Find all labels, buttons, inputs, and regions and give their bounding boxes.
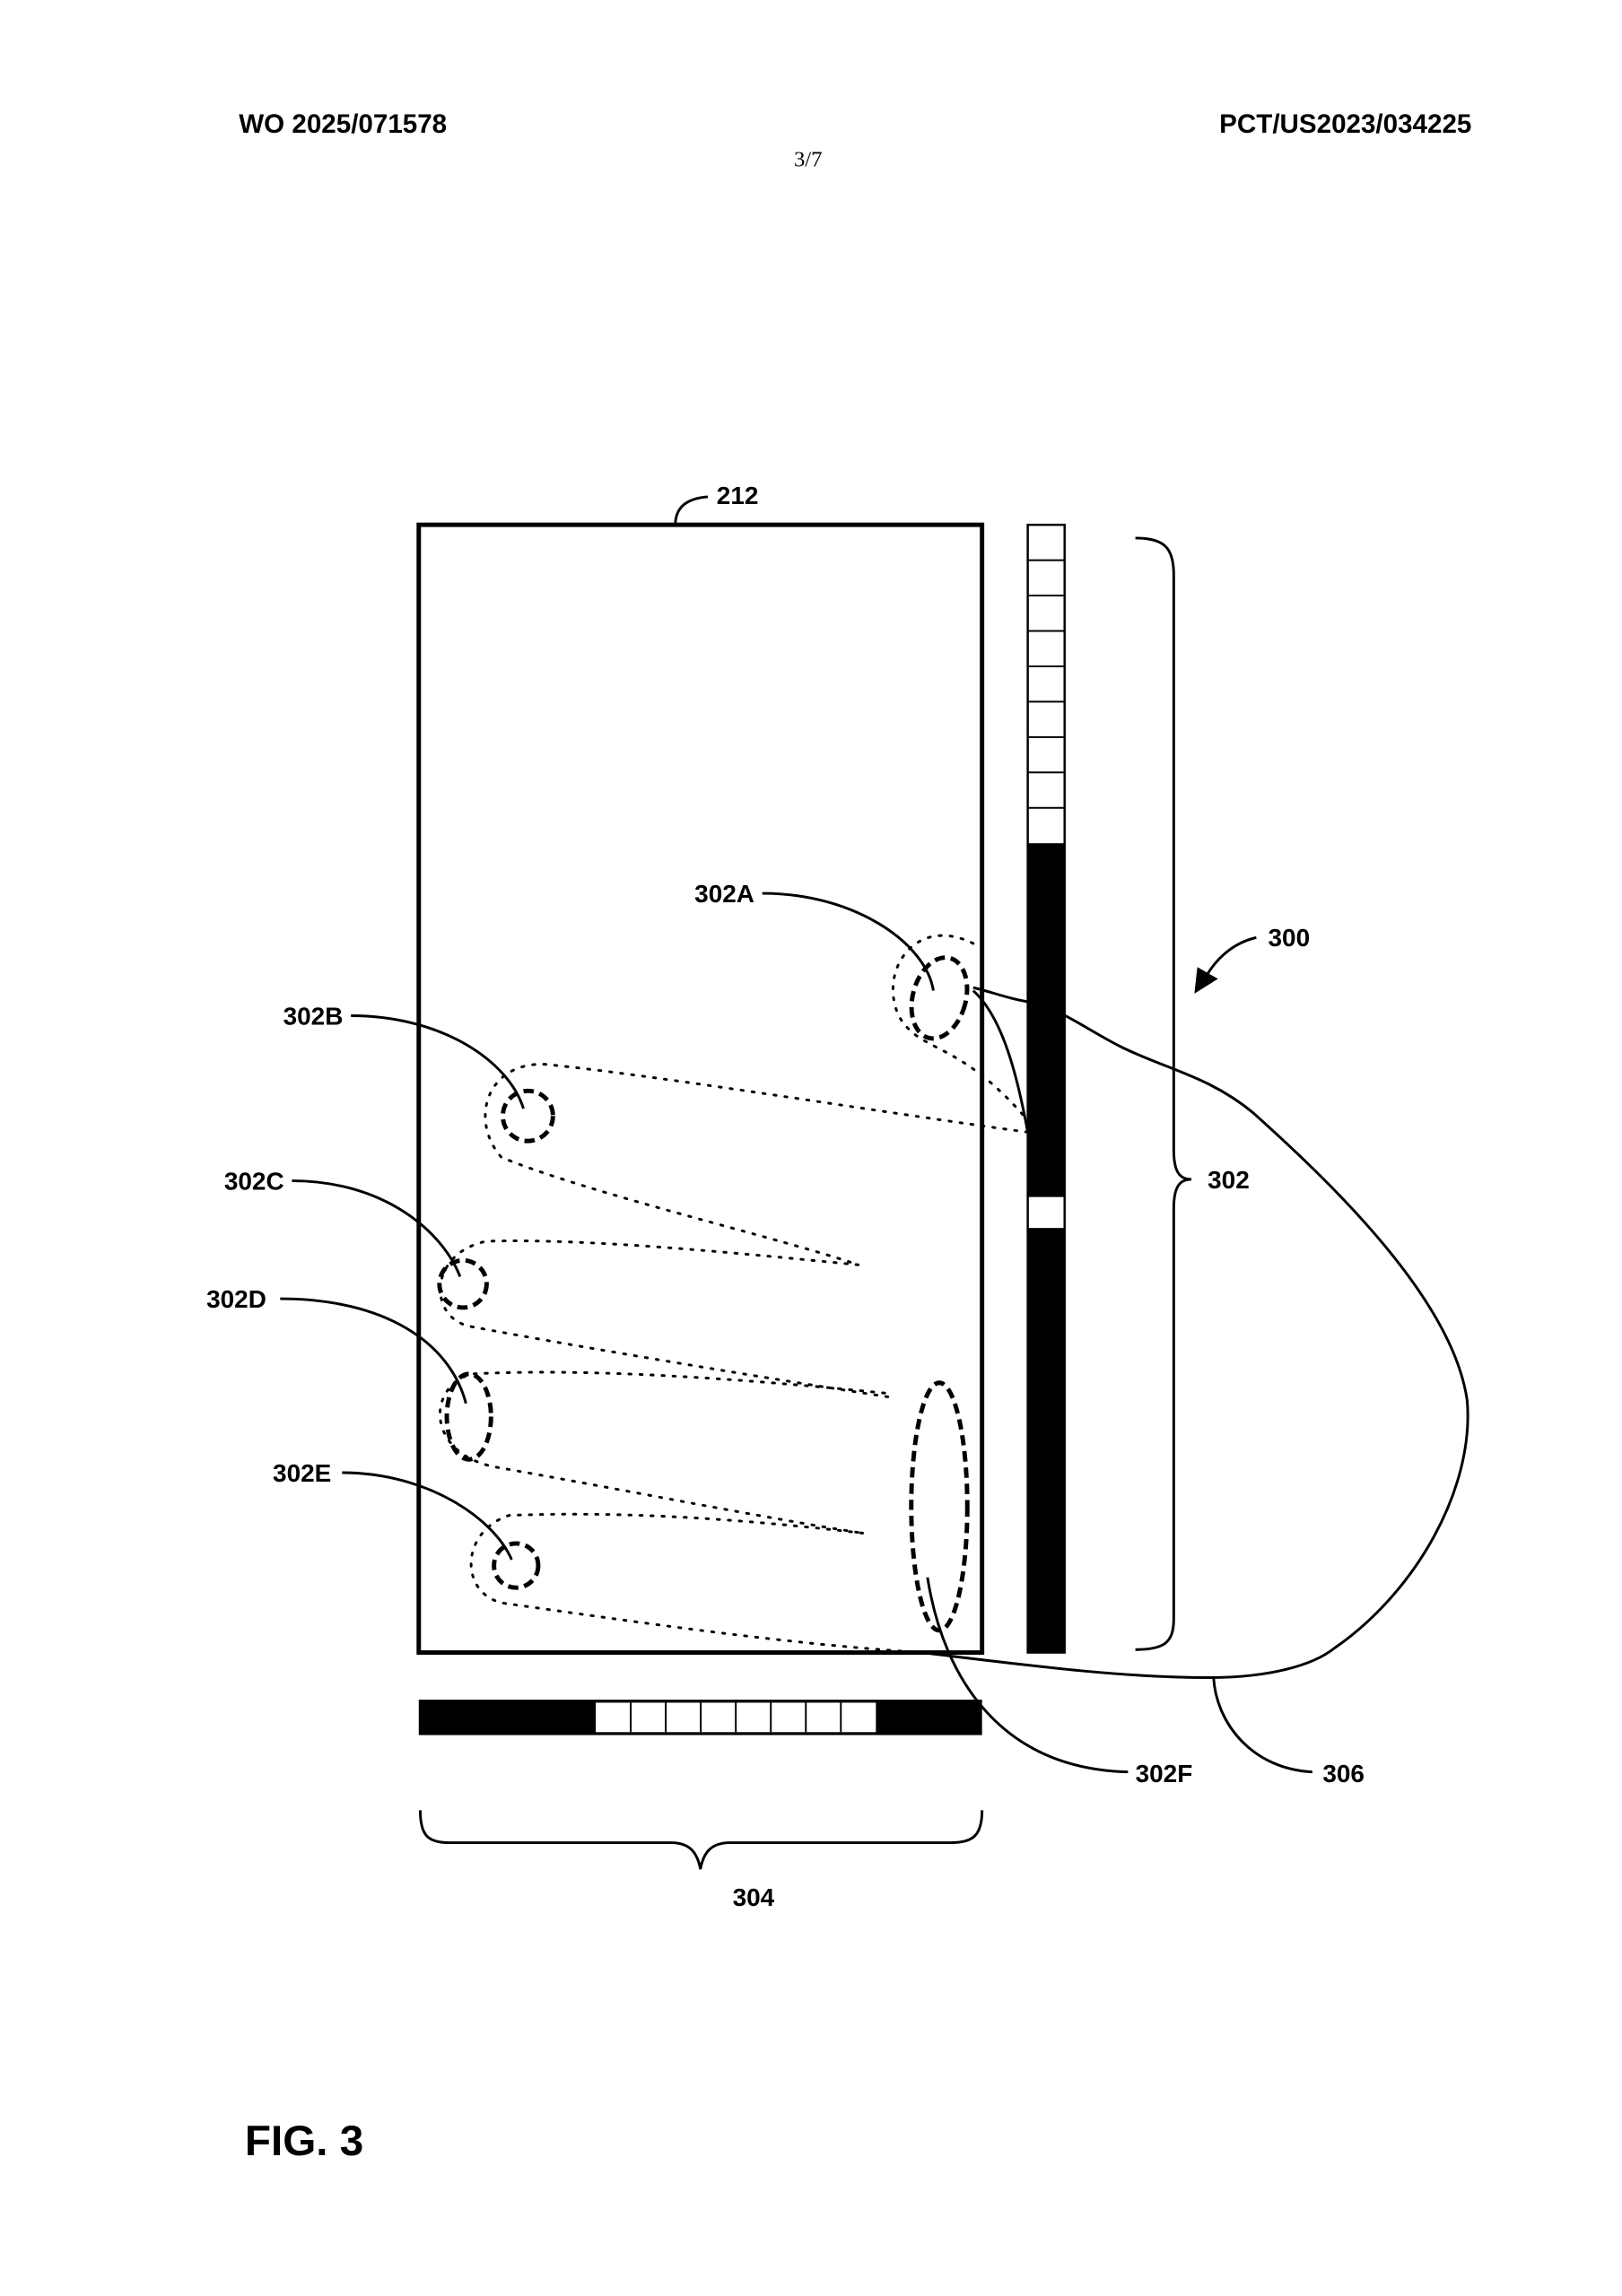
publication-number: WO 2025/071578 (239, 109, 447, 139)
touch-302e (492, 1541, 541, 1590)
trail-302d (439, 1370, 886, 1535)
touch-302c (437, 1257, 489, 1310)
trail-302c (439, 1239, 894, 1399)
touch-302a (909, 955, 970, 1041)
vertical-black-segment (1027, 1228, 1065, 1653)
label-300: 300 (1269, 924, 1311, 952)
arrowhead-icon (1194, 967, 1218, 994)
leader-302b (351, 1014, 525, 1109)
horizontal-sensor-bar (418, 1700, 982, 1735)
label-302: 302 (1208, 1166, 1250, 1194)
hand-outline (921, 986, 1469, 1679)
touch-302d (444, 1371, 493, 1462)
leader-302d (280, 1297, 467, 1405)
figure-title: FIG. 3 (245, 2118, 363, 2165)
label-302a: 302A (694, 880, 754, 908)
hand-finger-line (972, 989, 1030, 1133)
label-302f: 302F (1136, 1760, 1193, 1787)
trail-302a (891, 934, 1030, 1122)
label-302e: 302E (273, 1459, 331, 1487)
label-302d: 302D (206, 1285, 266, 1313)
leader-306 (1212, 1677, 1312, 1774)
trail-302e (469, 1512, 923, 1655)
leader-302f (926, 1577, 1129, 1774)
leader-302c (292, 1179, 462, 1277)
leader-302e (342, 1471, 513, 1561)
vertical-sensor-bar (1026, 523, 1066, 1654)
application-number: PCT/US2023/034225 (1219, 109, 1471, 139)
display-leader (674, 495, 709, 526)
label-302c: 302C (224, 1167, 284, 1195)
page-number: 3/7 (794, 148, 822, 172)
brace-304 (418, 1810, 984, 1870)
label-212: 212 (717, 482, 759, 509)
trail-302b (484, 1063, 1030, 1266)
vertical-black-segment (1027, 843, 1065, 1197)
label-302b: 302B (283, 1002, 344, 1030)
display-rectangle (416, 522, 985, 1656)
label-306: 306 (1322, 1760, 1365, 1787)
touch-302b (501, 1088, 555, 1144)
touch-302f (909, 1380, 970, 1633)
label-304: 304 (733, 1883, 775, 1911)
brace-302 (1135, 536, 1192, 1651)
leader-302a (762, 891, 935, 991)
